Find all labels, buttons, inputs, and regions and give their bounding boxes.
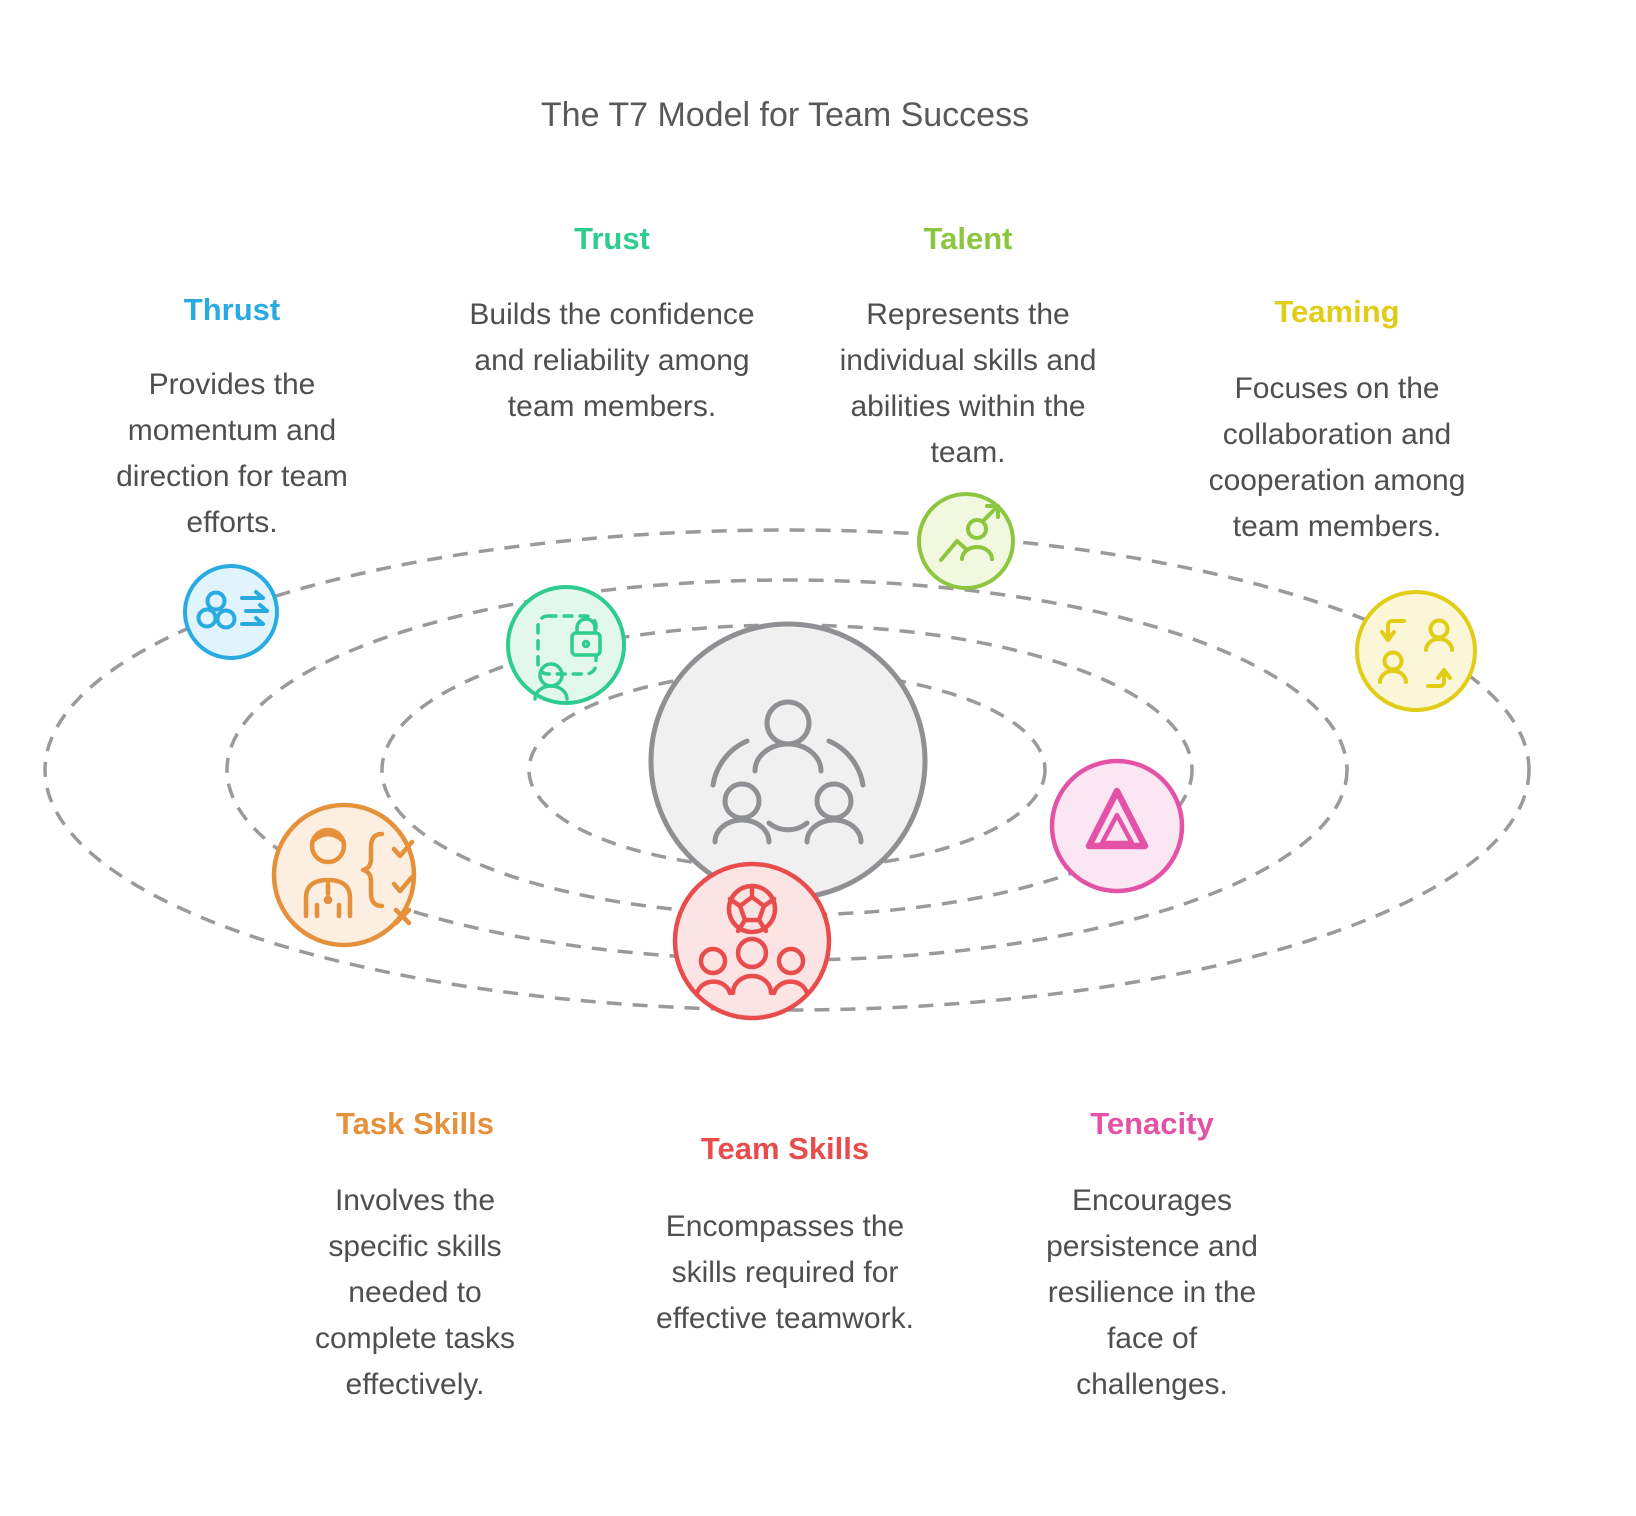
teaming-group [1355, 590, 1477, 712]
thrust-group [183, 564, 279, 660]
ball-people-icon [694, 883, 810, 996]
trust-group [506, 585, 626, 705]
knot-triangle-icon [1085, 787, 1149, 850]
task-skills-label: Task Skills [336, 1106, 494, 1141]
task-skills-group [271, 802, 417, 948]
task-skills-description: Involves the specific skills needed to c… [314, 1184, 516, 1401]
talent-description: Represents the individual skills and abi… [839, 298, 1097, 469]
team-network-icon [710, 699, 866, 845]
talent-group [917, 492, 1015, 590]
teaming-description: Focuses on the collaboration and coopera… [1208, 372, 1466, 543]
tenacity-description: Encourages persistence and resilience in… [1046, 1184, 1258, 1401]
people-exchange-icon [1378, 618, 1454, 688]
trust-description: Builds the confidence and reliability am… [469, 298, 755, 423]
center-circle [648, 621, 928, 901]
trust-circle [506, 585, 626, 705]
orbit-ellipse-1 [43, 528, 1531, 1012]
tenacity-group [1049, 758, 1185, 894]
tenacity-label: Tenacity [1090, 1106, 1214, 1141]
propeller-speed-icon [196, 590, 269, 630]
teaming-label: Teaming [1274, 294, 1400, 329]
page-title: The T7 Model for Team Success [540, 96, 1030, 134]
talent-circle [917, 492, 1015, 590]
person-lock-icon [533, 614, 602, 701]
tenacity-circle [1049, 758, 1185, 894]
team-skills-group [672, 861, 832, 1021]
person-checklist-icon [303, 827, 415, 926]
person-growth-arrow-icon [939, 504, 1000, 562]
teaming-circle [1355, 590, 1477, 712]
team-skills-label: Team Skills [700, 1131, 870, 1166]
thrust-label: Thrust [183, 292, 281, 327]
thrust-description: Provides the momentum and direction for … [116, 368, 348, 539]
talent-label: Talent [923, 221, 1013, 256]
center-group [648, 621, 928, 901]
team-skills-description: Encompasses the skills required for effe… [656, 1210, 914, 1335]
trust-label: Trust [574, 221, 650, 256]
task-skills-circle [271, 802, 417, 948]
